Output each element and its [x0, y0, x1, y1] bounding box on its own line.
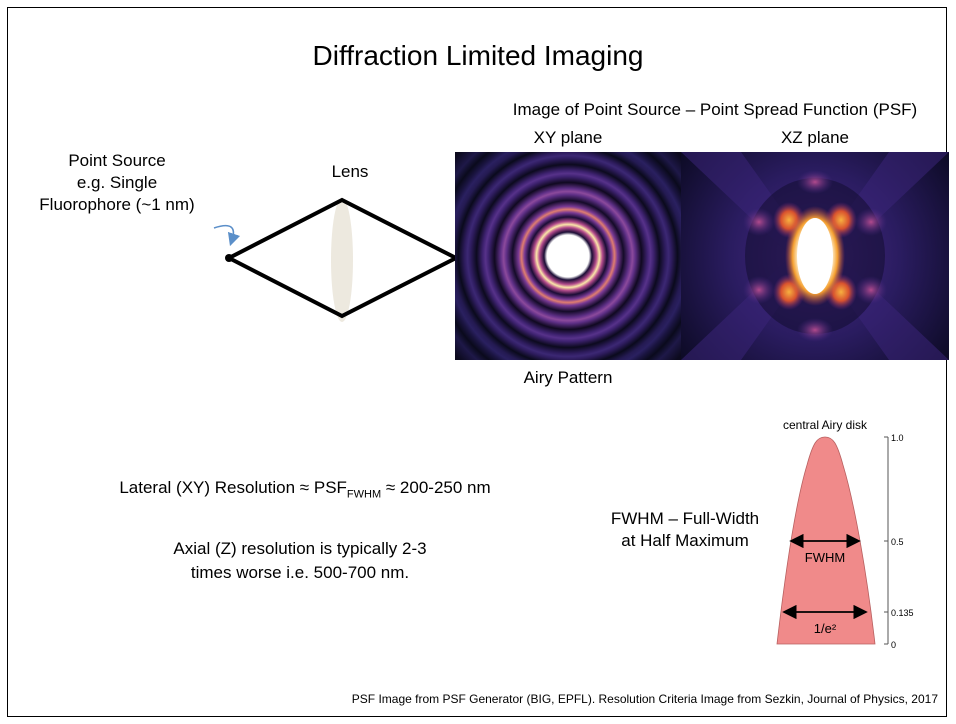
axial-resolution-text: Axial (Z) resolution is typically 2-3 ti… [110, 537, 490, 585]
lens-label: Lens [331, 162, 369, 181]
airy-disk-profile: central Airy disk FWHM 1/e² 1.0 0.5 0.13… [776, 418, 914, 650]
axial-line-1: Axial (Z) resolution is typically 2-3 [173, 539, 427, 558]
scale-label-0: 0 [891, 640, 896, 650]
scale-label-0135: 0.135 [891, 608, 914, 618]
lateral-suffix: ≈ 200-250 nm [381, 478, 491, 497]
scale-label-1: 1.0 [891, 433, 904, 443]
point-source-line-1: Point Source [68, 151, 166, 170]
scale-label-05: 0.5 [891, 537, 904, 547]
footer-citation: PSF Image from PSF Generator (BIG, EPFL)… [351, 692, 938, 706]
xy-plane-label: XY plane [533, 128, 603, 147]
airy-disk-caption: central Airy disk [783, 418, 868, 432]
point-source-line-2: e.g. Single [76, 173, 158, 192]
psf-xy-image [455, 152, 681, 360]
lateral-prefix: Lateral (XY) Resolution ≈ PSF [119, 478, 347, 497]
axial-line-2: times worse i.e. 500-700 nm. [190, 563, 410, 582]
airy-pattern-label: Airy Pattern [523, 368, 613, 387]
psf-heading: Image of Point Source – Point Spread Fun… [512, 100, 918, 119]
fwhm-line-1: FWHM – Full-Width [610, 509, 760, 528]
lateral-resolution-text: Lateral (XY) Resolution ≈ PSFFWHM ≈ 200-… [60, 478, 550, 500]
psf-xz-image [681, 152, 949, 360]
slide-title: Diffraction Limited Imaging [312, 40, 644, 71]
xz-plane-label: XZ plane [780, 128, 850, 147]
lens-shape [331, 198, 353, 322]
point-source-dot [225, 254, 233, 262]
point-source-label: Point Source e.g. Single Fluorophore (~1… [12, 150, 222, 216]
pointer-arrow [213, 224, 241, 247]
e2-arrow-label: 1/e² [814, 621, 837, 636]
lateral-subscript: FWHM [346, 488, 382, 501]
point-source-line-3: Fluorophore (~1 nm) [39, 195, 195, 214]
fwhm-line-2: at Half Maximum [621, 531, 749, 550]
fwhm-definition: FWHM – Full-Width at Half Maximum [585, 508, 785, 552]
fwhm-arrow-label: FWHM [805, 550, 845, 565]
